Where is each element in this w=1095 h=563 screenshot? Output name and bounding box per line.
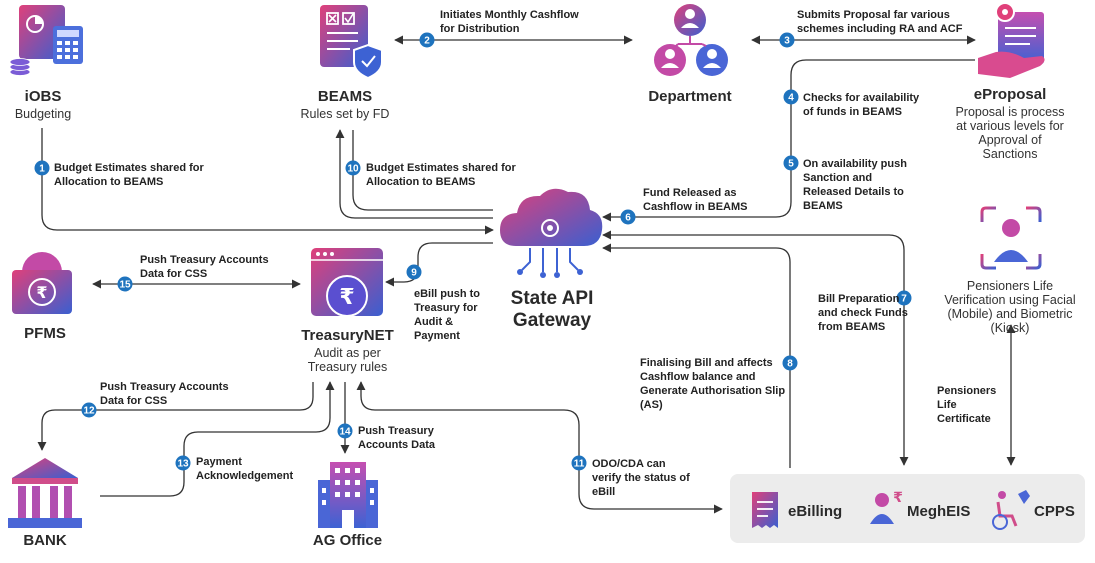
- svg-text:9: 9: [411, 268, 417, 279]
- step-badge-4: 4: [783, 89, 799, 105]
- svg-text:5: 5: [788, 159, 794, 170]
- rupee-gear-icon: ₹: [12, 252, 72, 314]
- step-label-8: Finalising Bill and affects Cashflow bal…: [640, 357, 786, 411]
- step-badge-5: 5: [783, 155, 799, 171]
- ebilling-label: eBilling: [788, 503, 843, 520]
- step-badge-6: 6: [620, 209, 636, 225]
- svg-text:₹: ₹: [893, 490, 903, 506]
- step-label-7: Bill Preparation and check Funds from BE…: [818, 293, 908, 333]
- step-badge-1: 1: [34, 160, 50, 176]
- step-label-12: Push Treasury Accounts Data for CSS: [100, 381, 229, 407]
- step-badge-7: 7: [896, 290, 912, 306]
- step-badge-10: 10: [345, 160, 361, 176]
- svg-text:14: 14: [339, 427, 351, 438]
- step-label-13: Payment Acknowledgement: [196, 456, 294, 482]
- iobs-title: iOBS: [24, 88, 62, 105]
- megheis-label: MeghEIS: [907, 503, 971, 520]
- ag-title: AG Office: [312, 532, 383, 549]
- systems-tray: [730, 474, 1085, 543]
- step-label-14: Push Treasury Accounts Data: [358, 425, 436, 451]
- beams-subtitle: Rules set by FD: [300, 107, 390, 121]
- calculator-icon: [9, 5, 83, 76]
- cpps-label: CPPS: [1034, 503, 1075, 520]
- svg-text:11: 11: [574, 459, 585, 470]
- svg-text:8: 8: [787, 359, 793, 370]
- svg-text:6: 6: [625, 213, 631, 224]
- bank-title: BANK: [23, 532, 67, 549]
- department-title: Department: [648, 88, 732, 105]
- step-label-1: Budget Estimates shared for Allocation t…: [54, 162, 204, 188]
- step-badge-12: 12: [81, 402, 97, 418]
- pensioners-title: Pensioners Life Verification using Facia…: [944, 279, 1076, 335]
- wheelchair-icon: [992, 490, 1030, 530]
- rupee-window-icon: ₹: [311, 248, 383, 317]
- step-label-11: ODO/CDA can verify the status of eBill: [592, 458, 690, 498]
- pfms-title: PFMS: [24, 325, 66, 342]
- svg-text:12: 12: [83, 406, 95, 417]
- connectors: [37, 35, 1016, 514]
- step-label-2: Initiates Monthly Cashflow for Distribut…: [440, 9, 579, 35]
- people-icon: [654, 4, 728, 76]
- bank-icon: [8, 458, 82, 528]
- svg-text:13: 13: [177, 459, 189, 470]
- step-badge-9: 9: [406, 264, 422, 280]
- step-badge-15: 15: [117, 276, 133, 292]
- gateway-title: State API Gateway: [510, 288, 594, 331]
- step-badges: 1 2 3 4 5 6 7 8 9 10 11 12 13 14 15: [34, 32, 912, 471]
- step-badge-2: 2: [419, 32, 435, 48]
- person-rupee-icon: ₹: [870, 490, 903, 524]
- treasury-subtitle: Audit as per Treasury rules: [307, 346, 388, 374]
- iobs-subtitle: Budgeting: [14, 107, 72, 121]
- building-icon: [318, 462, 378, 528]
- step-label-4: Checks for availability of funds in BEAM…: [803, 92, 920, 118]
- svg-text:2: 2: [424, 36, 430, 47]
- svg-text:₹: ₹: [36, 283, 47, 302]
- step-label-15: Push Treasury Accounts Data for CSS: [140, 254, 269, 280]
- cloud-network-icon: [500, 188, 603, 278]
- pensioners-cert-label: Pensioners Life Certificate: [937, 385, 997, 425]
- receipt-icon: [752, 492, 778, 528]
- step-label-6: Fund Released as Cashflow in BEAMS: [643, 187, 748, 213]
- step-label-10: Budget Estimates shared for Allocation t…: [366, 162, 516, 188]
- step-label-9: eBill push to Treasury for Audit & Payme…: [414, 288, 480, 342]
- step-badge-8: 8: [782, 355, 798, 371]
- document-check-icon: [320, 5, 383, 80]
- step-label-3: Submits Proposal far various schemes inc…: [797, 9, 963, 35]
- step-badge-11: 11: [571, 455, 587, 471]
- step-badge-13: 13: [175, 455, 191, 471]
- beams-title: BEAMS: [317, 88, 373, 105]
- svg-text:1: 1: [39, 164, 45, 175]
- eproposal-title: eProposal: [973, 86, 1047, 103]
- svg-text:7: 7: [901, 294, 907, 305]
- svg-text:4: 4: [788, 93, 794, 104]
- treasury-title: TreasuryNET: [301, 327, 394, 344]
- svg-text:3: 3: [784, 36, 790, 47]
- svg-text:₹: ₹: [339, 285, 354, 310]
- face-scan-icon: [980, 206, 1042, 270]
- svg-text:10: 10: [347, 164, 359, 175]
- eproposal-subtitle: Proposal is process at various levels fo…: [955, 105, 1065, 161]
- step-label-5: On availability push Sanction and Releas…: [803, 158, 907, 212]
- svg-text:15: 15: [119, 280, 131, 291]
- step-badge-14: 14: [337, 423, 353, 439]
- hand-document-icon: [978, 2, 1045, 78]
- step-badge-3: 3: [779, 32, 795, 48]
